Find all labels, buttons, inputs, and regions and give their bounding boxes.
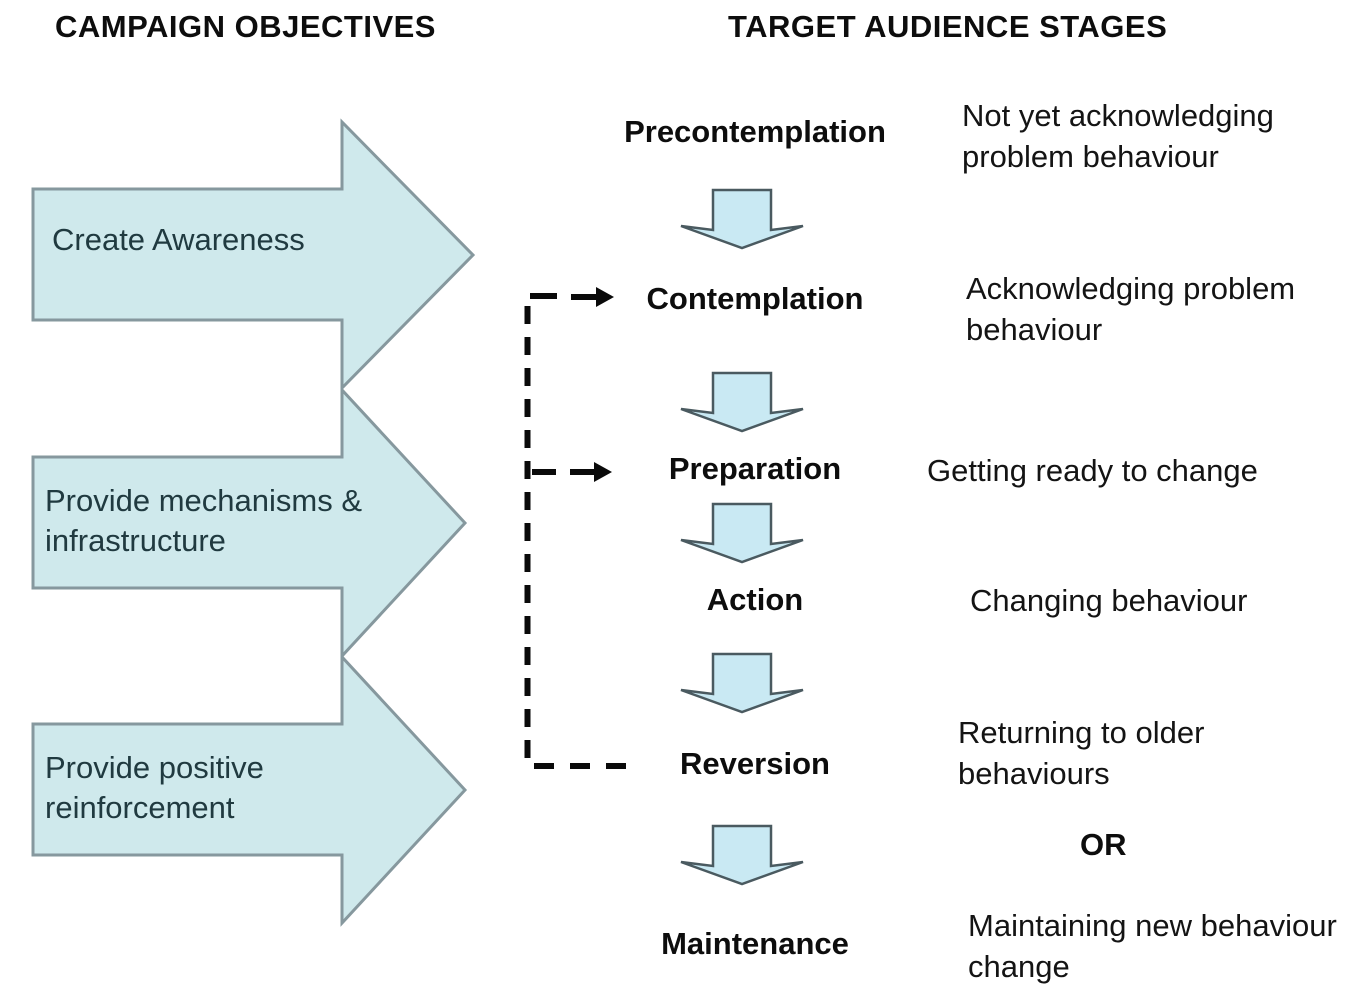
stage-label-contemplation: Contemplation [646, 281, 864, 316]
stage-label-action: Action [706, 582, 804, 617]
down-arrow-icon [680, 502, 804, 564]
dashed-arrowhead-icon [596, 287, 614, 307]
stage-description-precontemplation: Not yet acknowledging problem behaviour [962, 98, 1274, 174]
objective-label-provide-reinforcement: Provide positive reinforcement [45, 750, 264, 825]
down-arrow-icon [680, 371, 804, 433]
objective-label-create-awareness: Create Awareness [52, 222, 305, 257]
target-audience-stages-heading: TARGET AUDIENCE STAGES [728, 9, 1168, 44]
campaign-objectives-heading: CAMPAIGN OBJECTIVES [55, 9, 436, 44]
stage-label-reversion: Reversion [680, 746, 830, 781]
stage-description-action: Changing behaviour [970, 583, 1248, 618]
stage-label-precontemplation: Precontemplation [624, 114, 886, 149]
down-arrow-icon [680, 824, 804, 886]
stage-label-maintenance: Maintenance [661, 926, 849, 961]
stage-label-preparation: Preparation [668, 451, 842, 486]
objective-right-arrow-icon [31, 386, 468, 660]
stage-description-maintenance: Maintaining new behaviour change [968, 908, 1337, 984]
objective-right-arrow-icon [31, 118, 476, 392]
stage-description-contemplation: Acknowledging problem behaviour [966, 271, 1296, 347]
stage-description-preparation: Getting ready to change [927, 453, 1258, 488]
down-arrow-icon [680, 188, 804, 250]
or-label: OR [1080, 827, 1127, 862]
dashed-arrowhead-icon [594, 462, 612, 482]
objective-label-provide-mechanisms: Provide mechanisms & infrastructure [45, 483, 363, 558]
objective-right-arrow-icon [31, 653, 468, 927]
down-arrow-icon [680, 652, 804, 714]
stage-description-reversion: Returning to older behaviours [958, 715, 1205, 791]
